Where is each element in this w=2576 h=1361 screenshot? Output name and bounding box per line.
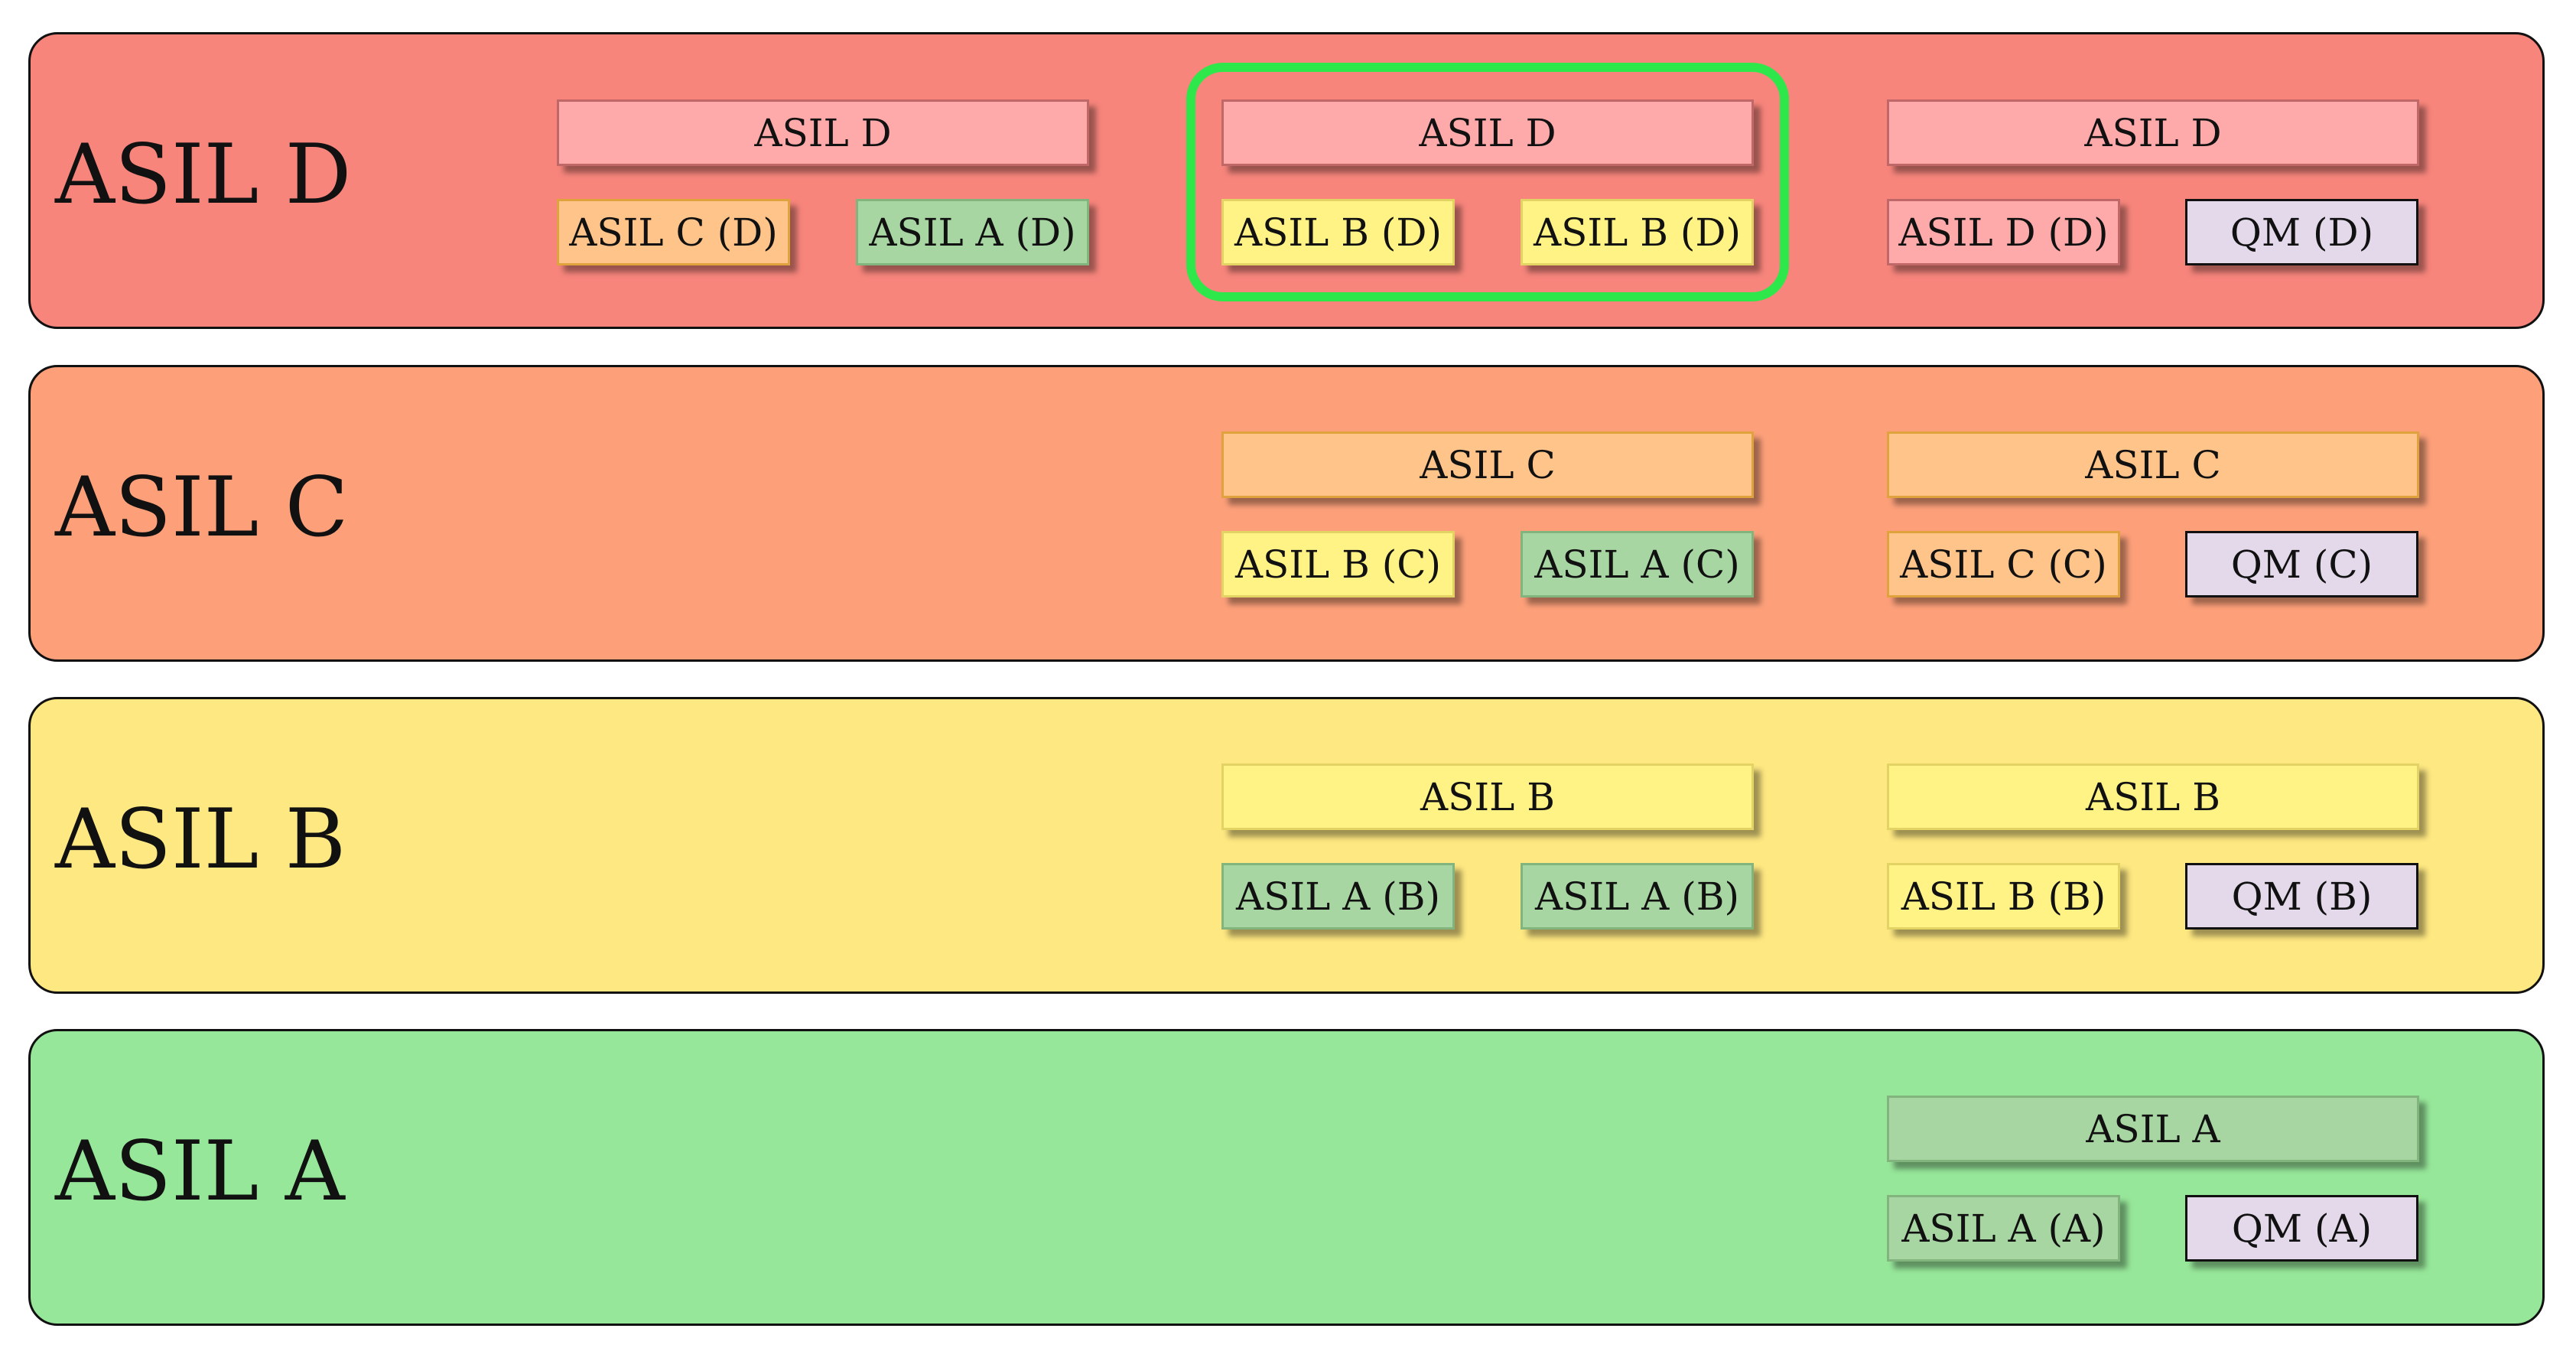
child-box-c-1-2: ASIL A (C) — [1521, 531, 1754, 597]
child-box-b-1-2: ASIL A (B) — [1521, 863, 1754, 930]
child-box-c-1-1: ASIL B (C) — [1221, 531, 1455, 597]
row-asil-c: ASIL C — [28, 365, 2545, 662]
row-asil-d: ASIL D — [28, 32, 2545, 329]
row-title-asil-c: ASIL C — [55, 460, 349, 555]
child-box-b-1-1: ASIL A (B) — [1221, 863, 1455, 930]
parent-box-c-1: ASIL C — [1221, 431, 1754, 498]
parent-box-d-3: ASIL D — [1887, 99, 2419, 166]
highlight-frame — [1186, 63, 1789, 301]
parent-box-c-2: ASIL C — [1887, 431, 2419, 498]
row-title-asil-b: ASIL B — [55, 792, 346, 887]
parent-box-b-2: ASIL B — [1887, 764, 2419, 830]
child-box-b-2-1: ASIL B (B) — [1887, 863, 2120, 930]
row-asil-a: ASIL A — [28, 1029, 2545, 1326]
parent-box-a-1: ASIL A — [1887, 1096, 2419, 1162]
child-box-d-2-1: ASIL B (D) — [1221, 199, 1455, 265]
row-asil-b: ASIL B — [28, 697, 2545, 994]
child-box-d-2-2: ASIL B (D) — [1521, 199, 1754, 265]
row-title-asil-a: ASIL A — [55, 1124, 345, 1219]
child-box-d-3-2: QM (D) — [2185, 199, 2418, 265]
child-box-a-1-2: QM (A) — [2185, 1195, 2418, 1262]
child-box-d-1-1: ASIL C (D) — [557, 199, 790, 265]
child-box-c-2-1: ASIL C (C) — [1887, 531, 2120, 597]
parent-box-d-1: ASIL D — [557, 99, 1089, 166]
row-title-asil-d: ASIL D — [55, 127, 352, 223]
child-box-b-2-2: QM (B) — [2185, 863, 2418, 930]
parent-box-b-1: ASIL B — [1221, 764, 1754, 830]
child-box-c-2-2: QM (C) — [2185, 531, 2418, 597]
child-box-a-1-1: ASIL A (A) — [1887, 1195, 2120, 1262]
child-box-d-3-1: ASIL D (D) — [1887, 199, 2120, 265]
parent-box-d-2: ASIL D — [1221, 99, 1754, 166]
child-box-d-1-2: ASIL A (D) — [856, 199, 1089, 265]
